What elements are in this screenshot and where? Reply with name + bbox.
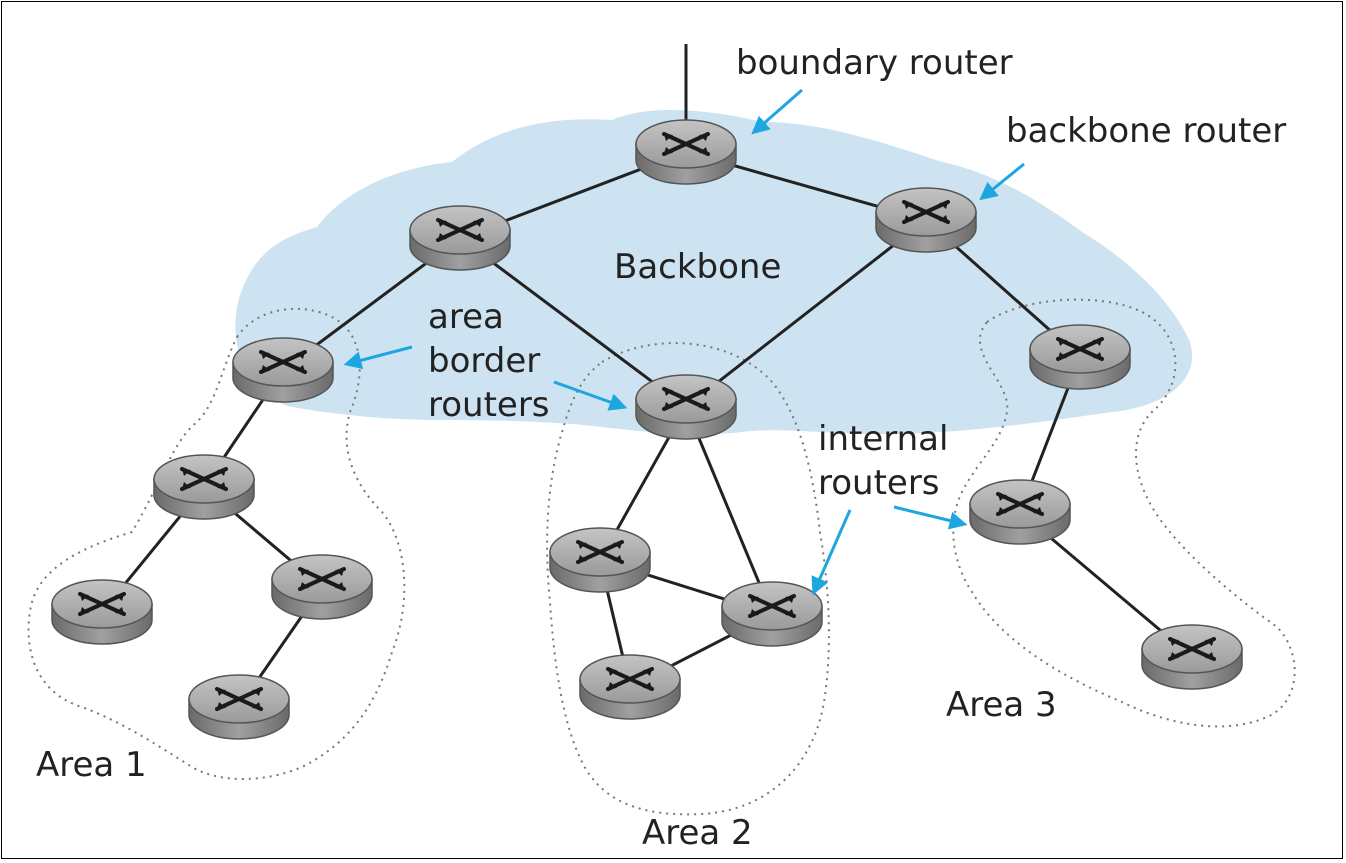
router-a2-left: [549, 527, 651, 593]
boundary-router-label: boundary router: [736, 43, 1013, 83]
router-a3-mid: [969, 479, 1071, 545]
router-a1-bottom: [188, 674, 290, 740]
link-bb-left-abr-area2: [459, 236, 687, 409]
backbone-router-arrow: [979, 162, 1025, 201]
router-x-icon: [180, 467, 228, 491]
router-x-icon: [576, 540, 624, 564]
router-a1-right: [271, 554, 373, 620]
area-border-arrow-area2: [553, 380, 628, 411]
router-a1-left: [51, 579, 153, 645]
backbone-label: Backbone: [614, 247, 781, 287]
router-a2-right: [721, 581, 823, 647]
router-bb-left: [409, 205, 511, 271]
boundary-router-arrow: [751, 88, 803, 135]
internal-arrow-area2: [811, 509, 852, 596]
router-abr-area2: [635, 374, 737, 440]
router-x-icon: [1056, 337, 1104, 361]
backbone-router-label: backbone router: [1006, 111, 1286, 151]
area2-outline: [546, 342, 830, 816]
annotation-arrows: [343, 88, 1025, 596]
router-x-icon: [259, 350, 307, 374]
router-x-icon: [902, 200, 950, 224]
area2-label: Area 2: [642, 813, 753, 853]
router-x-icon: [748, 594, 796, 618]
router-abr-area3: [1029, 324, 1131, 390]
router-abr-area1: [232, 337, 334, 403]
router-x-icon: [1168, 637, 1216, 661]
router-boundary: [635, 119, 737, 185]
router-x-icon: [78, 592, 126, 616]
area1-outline: [27, 307, 406, 780]
internal-routers-label-line1: internal: [818, 419, 948, 459]
router-a3-bottom: [1141, 624, 1243, 690]
router-x-icon: [996, 492, 1044, 516]
area-border-label-line3: routers: [428, 385, 550, 425]
area-border-label-line1: area: [428, 297, 504, 337]
router-bb-right: [875, 187, 977, 253]
area-border-label-line2: border: [428, 341, 540, 381]
internal-arrow-area3: [893, 505, 968, 530]
router-x-icon: [662, 132, 710, 156]
router-x-icon: [215, 687, 263, 711]
area3-label: Area 3: [946, 685, 1057, 725]
router-x-icon: [436, 218, 484, 242]
link-abr-area2-a2-right: [684, 406, 774, 615]
link-bb-right-abr-area2: [685, 218, 927, 409]
routers-layer: [51, 119, 1243, 740]
router-x-icon: [298, 567, 346, 591]
router-x-icon: [606, 667, 654, 691]
router-a2-bottom: [579, 654, 681, 720]
router-a1-mid: [153, 454, 255, 520]
internal-routers-label-line2: routers: [818, 463, 940, 503]
router-x-icon: [662, 387, 710, 411]
area1-label: Area 1: [36, 745, 147, 785]
area-border-arrow-area1: [343, 345, 413, 370]
